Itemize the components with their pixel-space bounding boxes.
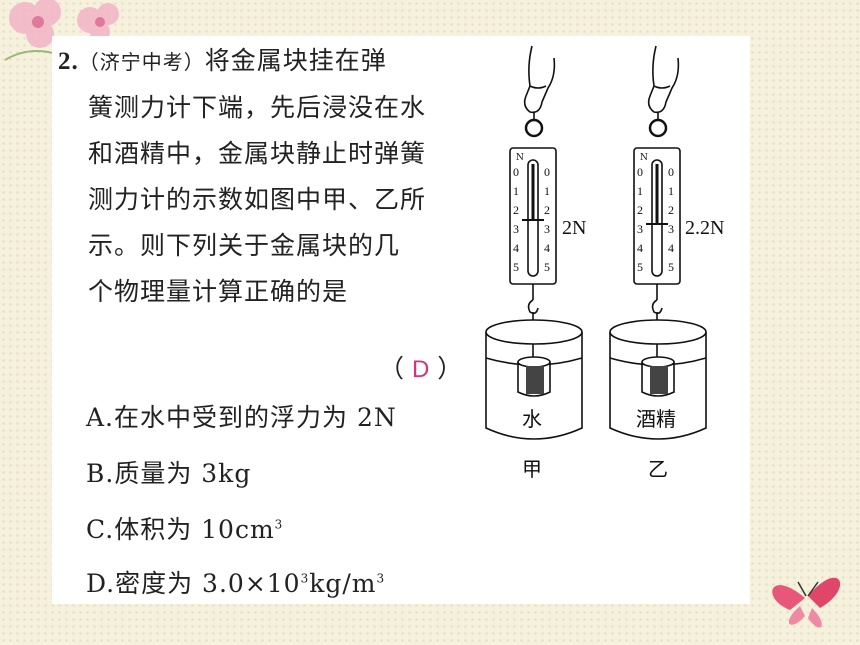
svg-text:0: 0 <box>668 165 674 179</box>
svg-text:3: 3 <box>637 222 643 236</box>
option-c[interactable]: C.体积为 10cm3 <box>86 515 284 544</box>
question-line-2: 簧测力计下端，先后浸没在水 <box>88 93 427 122</box>
svg-text:2: 2 <box>513 203 519 217</box>
svg-text:1: 1 <box>513 184 519 198</box>
question-line-5: 示。则下列关于金属块的几 <box>88 231 401 260</box>
svg-text:3: 3 <box>544 222 550 236</box>
svg-text:0: 0 <box>513 165 519 179</box>
svg-text:4: 4 <box>637 241 643 255</box>
question-line-1: 将金属块挂在弹 <box>204 46 387 75</box>
svg-text:3: 3 <box>513 222 519 236</box>
left-caption: 甲 <box>522 457 542 481</box>
answer-bracket: （ D ） <box>379 354 463 383</box>
svg-text:2: 2 <box>668 203 674 217</box>
question-line-4: 测力计的示数如图中甲、乙所 <box>88 185 427 214</box>
left-unit-label: N <box>516 153 524 163</box>
svg-text:4: 4 <box>668 241 674 255</box>
left-apparatus <box>485 45 583 440</box>
left-hand-icon <box>523 45 556 114</box>
svg-text:0: 0 <box>637 165 643 179</box>
question-text: 2.（济宁中考）将金属块挂在弹 簧测力计下端，先后浸没在水 和酒精中，金属块静止… <box>58 38 478 315</box>
left-liquid-label: 水 <box>522 407 542 431</box>
right-caption: 乙 <box>648 457 668 481</box>
svg-text:5: 5 <box>513 260 519 274</box>
question-line-6: 个物理量计算正确的是 <box>88 277 349 306</box>
option-b[interactable]: B.质量为 3kg <box>86 459 252 488</box>
svg-text:5: 5 <box>668 260 674 274</box>
svg-text:4: 4 <box>544 241 550 255</box>
question-number: 2. <box>58 48 79 75</box>
spring-scale-figure: N 0 1 2 3 4 5 0 1 2 3 4 5 2N 水 甲 <box>485 45 724 481</box>
svg-text:5: 5 <box>544 260 550 274</box>
svg-text:1: 1 <box>637 184 643 198</box>
question-source: （济宁中考） <box>78 50 205 74</box>
svg-text:5: 5 <box>637 260 643 274</box>
right-apparatus <box>609 45 707 440</box>
svg-text:4: 4 <box>513 241 519 255</box>
butterfly-decoration-icon <box>772 577 841 628</box>
svg-text:0: 0 <box>544 165 550 179</box>
svg-text:2: 2 <box>544 203 550 217</box>
left-reading: 2N <box>562 217 586 239</box>
right-unit-label: N <box>640 153 648 163</box>
option-a[interactable]: A.在水中受到的浮力为 2N <box>86 403 397 432</box>
svg-text:1: 1 <box>544 184 550 198</box>
question-card: 2.（济宁中考）将金属块挂在弹 簧测力计下端，先后浸没在水 和酒精中，金属块静止… <box>52 36 750 604</box>
question-line-3: 和酒精中，金属块静止时弹簧 <box>88 139 427 168</box>
right-hand-icon <box>647 45 680 114</box>
answer-letter: D <box>411 356 430 383</box>
right-liquid-label: 酒精 <box>636 407 676 431</box>
svg-text:3: 3 <box>668 222 674 236</box>
option-d[interactable]: D.密度为 3.0×103kg/m3 <box>86 569 386 598</box>
right-reading: 2.2N <box>685 217 724 239</box>
svg-text:2: 2 <box>637 203 643 217</box>
svg-text:1: 1 <box>668 184 674 198</box>
